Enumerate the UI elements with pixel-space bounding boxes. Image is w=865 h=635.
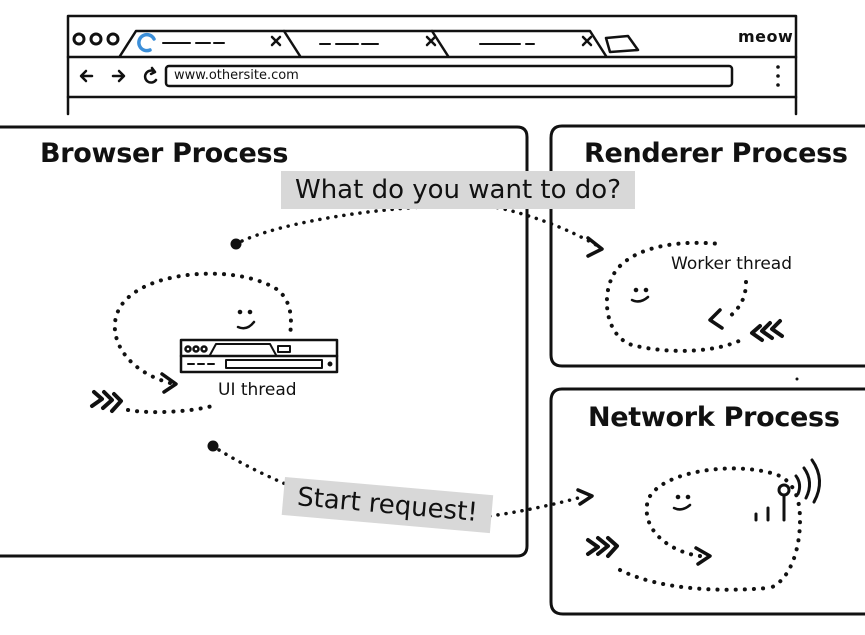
window-controls-icon <box>72 32 120 46</box>
request-arrow-right <box>488 495 584 518</box>
start-dot <box>207 440 219 452</box>
tab-active-outline <box>118 29 302 58</box>
tab-close-icon <box>270 35 282 47</box>
worker-thread-face-icon <box>630 287 650 303</box>
tab-close-icon <box>581 35 593 47</box>
vertical-dots-icon <box>776 65 780 87</box>
network-process-title: Network Process <box>588 402 840 433</box>
reload-icon <box>143 66 158 84</box>
ui-thread-face-icon <box>236 309 256 330</box>
forward-arrow-icon <box>111 69 126 83</box>
tab-close-icon <box>425 35 437 47</box>
ui-thread-loop <box>112 271 293 385</box>
worker-thread-label: Worker thread <box>671 254 793 274</box>
request-arrowhead-icon <box>576 488 594 506</box>
renderer-process-title: Renderer Process <box>584 138 848 169</box>
network-thread-face-icon <box>672 494 692 511</box>
ask-renderer-arrow <box>240 204 600 248</box>
url-bar-outline <box>164 64 734 88</box>
renderer-process-box <box>549 124 865 368</box>
ask-renderer-arrowhead-icon <box>586 236 604 258</box>
stray-dot <box>795 377 799 381</box>
ui-thread-speed-icon <box>90 390 123 413</box>
mini-browser-window-icon <box>179 338 339 374</box>
loading-spinner-icon <box>137 32 156 53</box>
ui-thread-label: UI thread <box>218 380 297 400</box>
question-speech-label: What do you want to do? <box>281 171 636 209</box>
worker-thread-loop-top <box>618 240 722 268</box>
worker-thread-loop-end <box>726 280 748 320</box>
new-tab-button-icon <box>604 34 640 54</box>
browser-process-box <box>0 125 529 558</box>
network-thread-tail <box>618 568 770 592</box>
tab-3-outline <box>430 29 608 58</box>
network-thread-arrowhead-icon <box>694 546 712 566</box>
worker-thread-arrowhead-icon <box>708 308 724 330</box>
ui-thread-arrowhead-icon <box>160 372 178 394</box>
browser-process-title: Browser Process <box>40 138 289 169</box>
worker-thread-loop <box>604 264 747 353</box>
url-bar-text: www.othersite.com <box>174 68 299 83</box>
worker-thread-speed-icon <box>750 319 784 342</box>
antenna-signal-icon <box>754 458 821 522</box>
network-thread-speed-icon <box>586 536 619 558</box>
network-thread-loop <box>644 466 802 590</box>
start-dot <box>230 238 242 250</box>
browser-brand-label: meow <box>738 27 794 46</box>
back-arrow-icon <box>79 69 94 83</box>
network-process-box <box>549 387 865 616</box>
browser-window-sketch <box>66 14 798 116</box>
ui-thread-tail <box>126 404 214 415</box>
